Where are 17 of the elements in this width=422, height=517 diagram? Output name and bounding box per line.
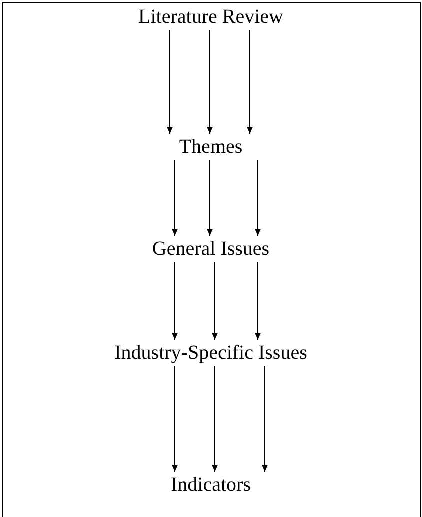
arrow: [262, 366, 268, 472]
arrow: [172, 366, 178, 472]
arrow: [167, 30, 173, 134]
text-label: Industry-Specific Issues: [96, 340, 326, 366]
arrow: [212, 262, 218, 340]
text-label: Themes: [156, 134, 266, 160]
text-label: Indicators: [151, 472, 271, 498]
arrow: [172, 160, 178, 236]
text-label: General Issues: [136, 236, 286, 262]
arrow: [172, 262, 178, 340]
arrow: [212, 366, 218, 472]
arrow: [247, 30, 253, 134]
arrow: [207, 30, 213, 134]
arrow: [255, 160, 261, 236]
text-label: Literature Review: [126, 4, 296, 30]
arrow: [207, 160, 213, 236]
arrow: [255, 262, 261, 340]
